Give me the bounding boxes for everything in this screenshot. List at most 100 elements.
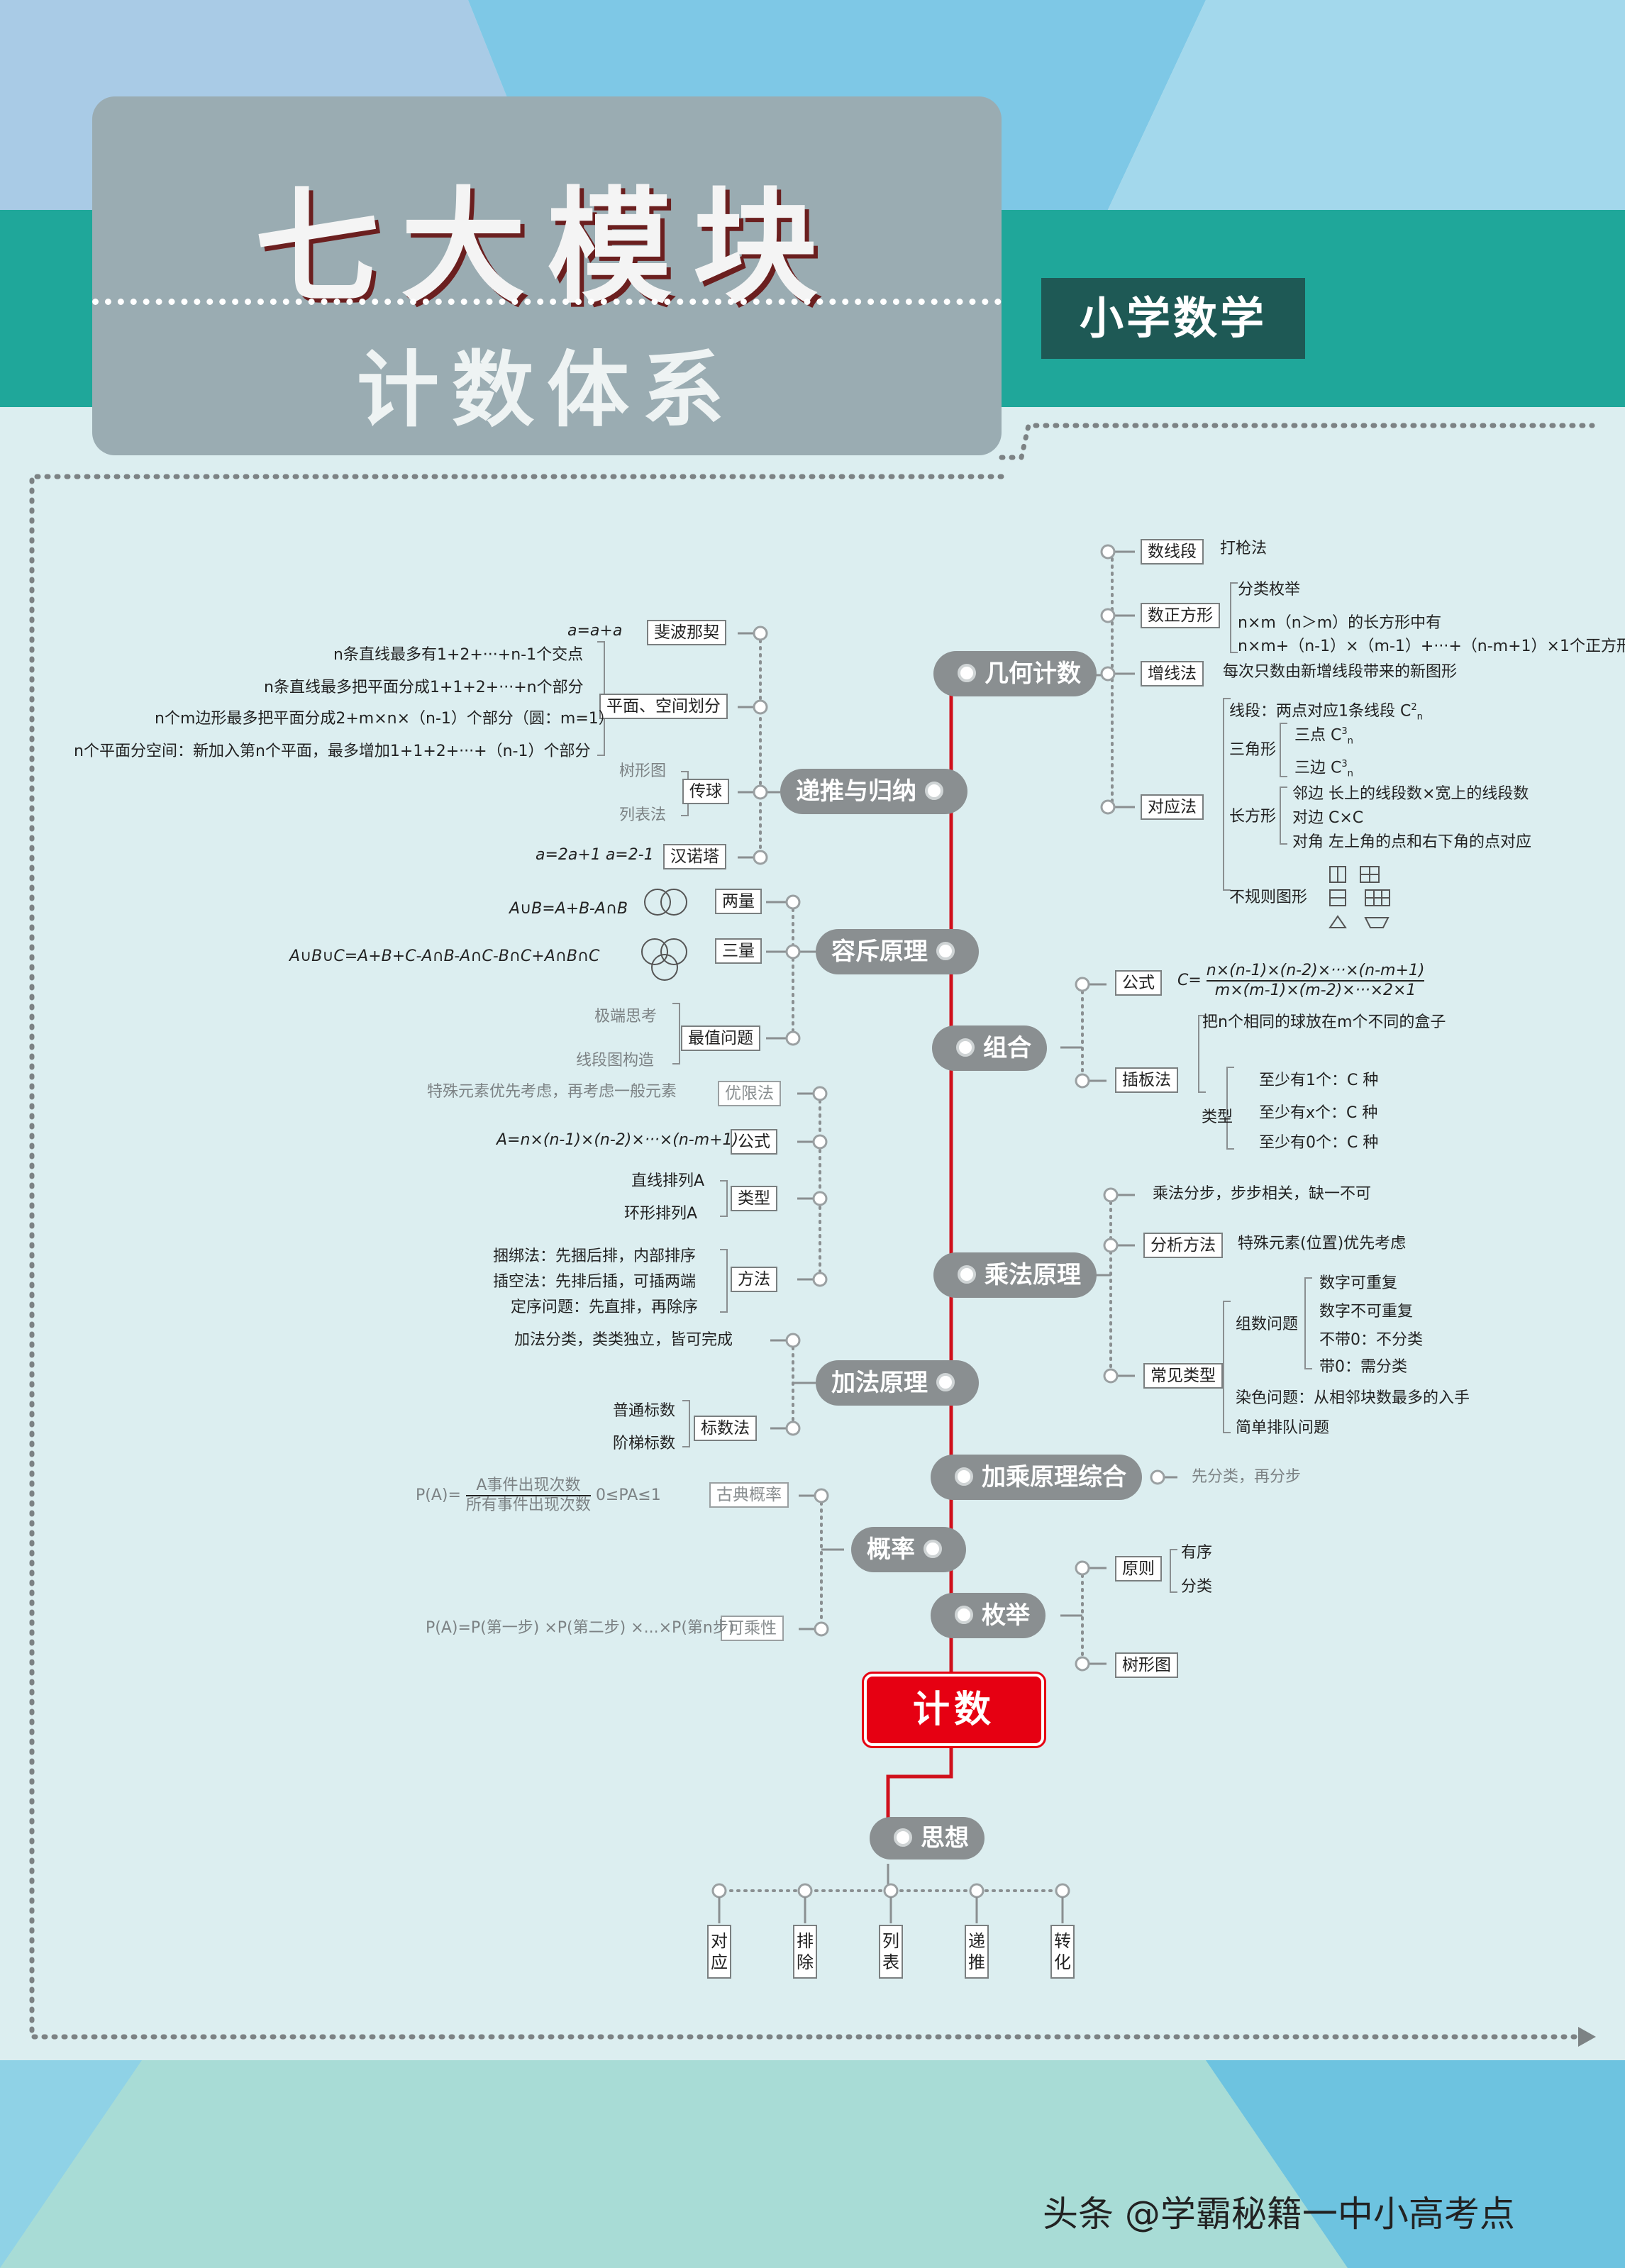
- prob-classical: 古典概率: [709, 1482, 789, 1508]
- mul-analysis: 分析方法: [1143, 1233, 1223, 1258]
- ie-three-formula: A∪B∪C=A+B+C-A∩B-A∩C-B∩C+A∩B∩C: [289, 947, 600, 965]
- perm-methods: 方法: [731, 1267, 777, 1292]
- subject-badge: 小学数学: [1041, 278, 1305, 359]
- geo-corr-triangle: 三角形: [1229, 741, 1277, 759]
- thinking-item: 列表: [879, 1925, 903, 1979]
- page-subtitle: 计数体系: [357, 343, 737, 438]
- geo-increment-desc: 每次只数由新增线段带来的新图形: [1223, 663, 1458, 681]
- comb-stars-type: 类型: [1202, 1108, 1233, 1126]
- geo-corr-opposite: 对边 C×C: [1292, 809, 1364, 827]
- mul-common-d2: 数字不可重复: [1319, 1303, 1414, 1321]
- rec-plane-l1: n条直线最多有1+2+···+n-1个交点: [333, 646, 584, 664]
- geo-square-desc2: n×m（n＞m）的长方形中有: [1238, 614, 1442, 632]
- mul-common-d3: 不带0：不分类: [1319, 1331, 1423, 1349]
- mul-common-queue: 简单排队问题: [1236, 1419, 1330, 1437]
- rec-plane-l3: n个m边形最多把平面分成2+m×n×（n-1）个部分（圆：m=1）: [155, 710, 614, 728]
- geo-corr-tri-side: 三边 C3n: [1294, 759, 1353, 779]
- node-dot-icon: [924, 1539, 942, 1558]
- source-credit: 头条 @学霸秘籍一中小高考点: [1043, 2194, 1515, 2235]
- perm-types-line: 直线排列A: [631, 1172, 705, 1190]
- topic-geometry: 几何计数: [933, 651, 1097, 696]
- addmul-desc: 先分类，再分步: [1192, 1468, 1302, 1486]
- geo-corr-diagonal: 对角 左上角的点和右下角的点对应: [1292, 833, 1531, 851]
- geo-square-desc1: 分类枚举: [1238, 581, 1301, 599]
- perm-types: 类型: [731, 1186, 777, 1211]
- ie-two: 两量: [715, 889, 762, 914]
- add-classify: 加法分类，类类独立，皆可完成: [514, 1331, 733, 1349]
- topic-recursion: 递推与归纳: [780, 769, 967, 814]
- mul-analysis-desc: 特殊元素(位置)优先考虑: [1238, 1235, 1407, 1252]
- ie-two-formula: A∪B=A+B-A∩B: [509, 900, 628, 918]
- rec-hanoi: 汉诺塔: [663, 844, 726, 869]
- comb-formula-expr: C= n×(n-1)×(n-2)×···×(n-m+1)m×(m-1)×(m-2…: [1177, 962, 1425, 999]
- geo-square: 数正方形: [1141, 603, 1220, 628]
- topic-multiplication: 乘法原理: [933, 1252, 1097, 1298]
- topic-inclusion-exclusion: 容斥原理: [816, 929, 979, 974]
- rec-plane-l2: n条直线最多把平面分成1+1+2+···+n个部分: [264, 679, 584, 696]
- node-dot-icon: [955, 1467, 973, 1486]
- comb-stars-t2: 至少有x个：C 种: [1259, 1104, 1378, 1122]
- title-divider: [92, 299, 1002, 305]
- topic-enumeration: 枚举: [931, 1593, 1046, 1638]
- perm-priority: 优限法: [718, 1081, 781, 1106]
- perm-methods-bundle: 捆绑法：先捆后排，内部排序: [493, 1247, 697, 1265]
- node-dot-icon: [955, 1605, 973, 1624]
- prob-multiplicative: 可乘性: [721, 1616, 784, 1641]
- geo-line-segment-desc: 打枪法: [1220, 540, 1268, 557]
- perm-methods-insert: 插空法：先排后插，可插两端: [493, 1273, 697, 1291]
- rec-passing-table: 列表法: [619, 806, 667, 824]
- node-dot-icon: [958, 1264, 976, 1284]
- perm-types-circle: 环形排列A: [624, 1205, 698, 1223]
- comb-stars-desc: 把n个相同的球放在m个不同的盒子: [1202, 1013, 1446, 1031]
- geo-corr-irregular: 不规则图形: [1229, 889, 1308, 906]
- mul-step: 乘法分步，步步相关，缺一不可: [1153, 1185, 1372, 1203]
- comb-stars: 插板法: [1115, 1067, 1178, 1093]
- geo-increment: 增线法: [1141, 661, 1204, 686]
- node-dot-icon: [894, 1828, 912, 1847]
- topic-probability: 概率: [851, 1527, 966, 1572]
- enum-principle-t1: 有序: [1181, 1544, 1213, 1562]
- ie-extreme-t1: 极端思考: [594, 1008, 658, 1025]
- perm-formula: 公式: [731, 1129, 777, 1155]
- mul-common-d1: 数字可重复: [1319, 1274, 1398, 1292]
- enum-tree: 树形图: [1115, 1652, 1178, 1678]
- topic-addition: 加法原理: [816, 1360, 979, 1406]
- thinking-item: 对应: [707, 1925, 731, 1979]
- geo-corr-tri-point: 三点 C3n: [1294, 726, 1353, 747]
- page-title: 七大模块: [254, 175, 839, 321]
- node-dot-icon: [925, 781, 943, 800]
- node-dot-icon: [936, 941, 955, 960]
- comb-stars-t3: 至少有0个：C 种: [1259, 1134, 1379, 1152]
- ie-three: 三量: [715, 938, 762, 964]
- thinking-item: 转化: [1050, 1925, 1075, 1979]
- comb-stars-t1: 至少有1个：C 种: [1259, 1072, 1379, 1089]
- node-dot-icon: [958, 663, 976, 682]
- thinking-item: 递推: [965, 1925, 989, 1979]
- perm-formula-desc: A=n×(n-1)×(n-2)×···×(n-m+1): [497, 1131, 739, 1149]
- node-dot-icon: [936, 1372, 955, 1391]
- comb-formula: 公式: [1115, 970, 1162, 996]
- topic-add-mul: 加乘原理综合: [931, 1455, 1142, 1500]
- geo-correspondence: 对应法: [1141, 794, 1204, 820]
- geo-corr-rectangle: 长方形: [1229, 808, 1277, 826]
- rec-hanoi-formula: a=2a+1 a=2-1: [536, 846, 654, 864]
- enum-principle-t2: 分类: [1181, 1578, 1213, 1596]
- ie-extreme-t2: 线段图构造: [576, 1052, 655, 1069]
- add-counting: 标数法: [694, 1416, 757, 1441]
- add-counting-t1: 普通标数: [613, 1402, 676, 1420]
- prob-classical-formula: P(A)= A事件出现次数所有事件出现次数 0≤PA≤1: [416, 1477, 661, 1514]
- rec-plane-l4: n个平面分空间：新加入第n个平面，最多增加1+1+2+···+（n-1）个部分: [74, 743, 591, 760]
- rec-plane-space: 平面、空间划分: [599, 694, 728, 719]
- topic-thinking: 思想: [870, 1817, 985, 1860]
- geo-line-segment: 数线段: [1141, 539, 1204, 565]
- thinking-item: 排除: [793, 1925, 817, 1979]
- geo-corr-adjacent: 邻边 长上的线段数×宽上的线段数: [1292, 785, 1529, 803]
- perm-methods-order: 定序问题：先直排，再除序: [511, 1299, 699, 1316]
- mul-common-coloring: 染色问题：从相邻块数最多的入手: [1236, 1389, 1470, 1407]
- enum-principle: 原则: [1115, 1556, 1162, 1582]
- rec-passing: 传球: [682, 779, 729, 804]
- rec-passing-tree: 树形图: [619, 762, 667, 780]
- node-dot-icon: [956, 1038, 975, 1057]
- geo-corr-segment: 线段：两点对应1条线段 C2n: [1229, 702, 1423, 723]
- mul-common-d4: 带0：需分类: [1319, 1358, 1407, 1376]
